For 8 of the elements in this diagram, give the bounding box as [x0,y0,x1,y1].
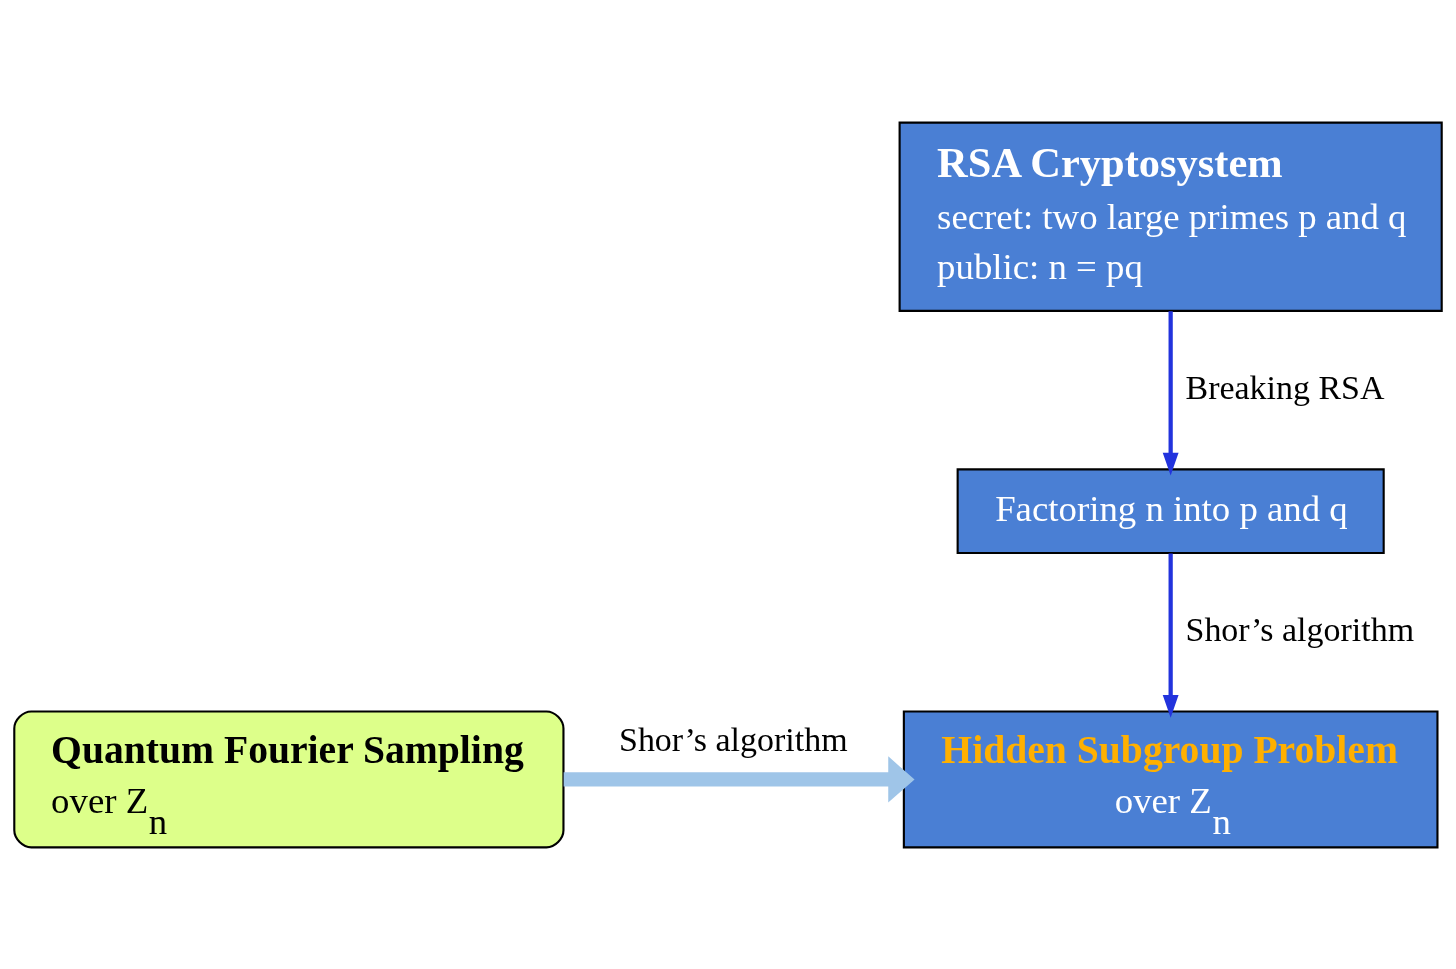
edge-label: Shor’s algorithm [1185,610,1415,648]
arrow [563,755,915,802]
node-box: RSA Cryptosystem secret: two large primes p and q public: n = pq [898,121,1443,312]
arrow [1162,553,1179,718]
edge-label: Shor’s algorithm [619,720,848,758]
edge-label: Breaking RSA [1185,368,1385,406]
arrow [1162,310,1179,475]
node-box: Factoring n into p and q [956,467,1385,554]
